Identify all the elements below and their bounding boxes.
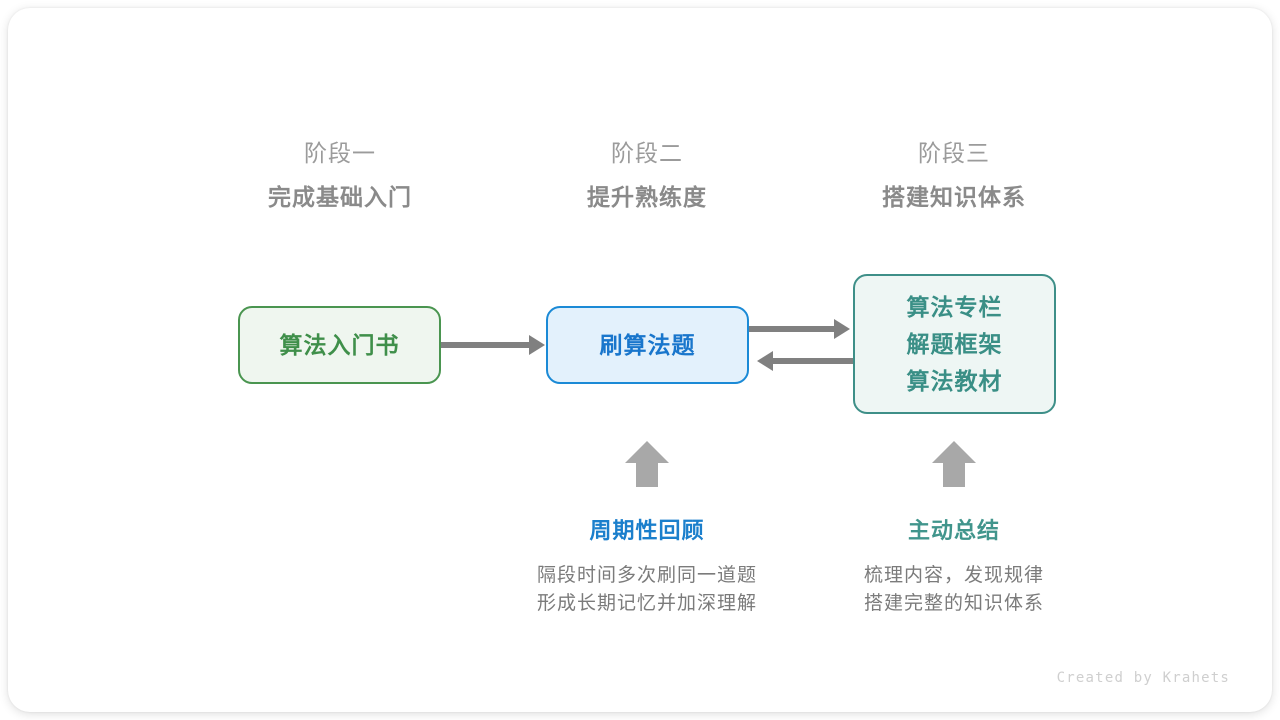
up-arrow-icon-summary [932, 441, 976, 487]
stage-2-number: 阶段二 [611, 140, 683, 166]
annotation-review-title: 周期性回顾 [589, 518, 705, 543]
annotation-summary-desc-line-1: 梳理内容，发现规律 [863, 565, 1044, 586]
node-book-label: 算法入门书 [279, 331, 400, 358]
stage-1-title: 完成基础入门 [268, 184, 412, 210]
connector-book-to-practice-line [441, 342, 531, 348]
stage-header-3: 阶段三 搭建知识体系 [854, 138, 1054, 213]
node-algorithm-intro-book[interactable]: 算法入门书 [238, 306, 441, 384]
annotation-active-summary: 主动总结 梳理内容，发现规律 搭建完整的知识体系 [804, 516, 1104, 618]
up-arrow-icon-review [625, 441, 669, 487]
annotation-review-desc-line-1: 隔段时间多次刷同一道题 [536, 565, 757, 586]
connector-practice-to-knowledge-arrowhead [834, 319, 850, 339]
node-practice-label: 刷算法题 [599, 331, 696, 358]
annotation-summary-title: 主动总结 [907, 518, 1000, 543]
diagram-canvas: 阶段一 完成基础入门 阶段二 提升熟练度 阶段三 搭建知识体系 算法入门书 刷算… [8, 8, 1272, 712]
node-knowledge-label-3: 算法教材 [906, 367, 1003, 394]
stage-header-2: 阶段二 提升熟练度 [547, 138, 747, 213]
annotation-periodic-review: 周期性回顾 隔段时间多次刷同一道题 形成长期记忆并加深理解 [497, 516, 797, 618]
stage-header-1: 阶段一 完成基础入门 [240, 138, 440, 213]
stage-1-number: 阶段一 [304, 140, 376, 166]
connector-knowledge-to-practice-arrowhead [757, 351, 773, 371]
annotation-summary-desc-line-2: 搭建完整的知识体系 [863, 593, 1044, 614]
connector-knowledge-to-practice-line [773, 358, 856, 364]
stage-2-title: 提升熟练度 [587, 184, 707, 210]
connector-book-to-practice-arrowhead [529, 335, 545, 355]
annotation-summary-description: 梳理内容，发现规律 搭建完整的知识体系 [804, 562, 1104, 618]
footer-credit: Created by Krahets [1056, 670, 1230, 686]
connector-practice-to-knowledge-line [749, 326, 836, 332]
annotation-review-desc-line-2: 形成长期记忆并加深理解 [536, 593, 757, 614]
node-knowledge-resources[interactable]: 算法专栏 解题框架 算法教材 [853, 274, 1056, 414]
annotation-review-description: 隔段时间多次刷同一道题 形成长期记忆并加深理解 [497, 562, 797, 618]
stage-3-title: 搭建知识体系 [882, 184, 1026, 210]
node-knowledge-label-1: 算法专栏 [906, 293, 1003, 320]
stage-3-number: 阶段三 [918, 140, 990, 166]
node-practice-problems[interactable]: 刷算法题 [546, 306, 749, 384]
node-knowledge-label-2: 解题框架 [906, 330, 1003, 357]
